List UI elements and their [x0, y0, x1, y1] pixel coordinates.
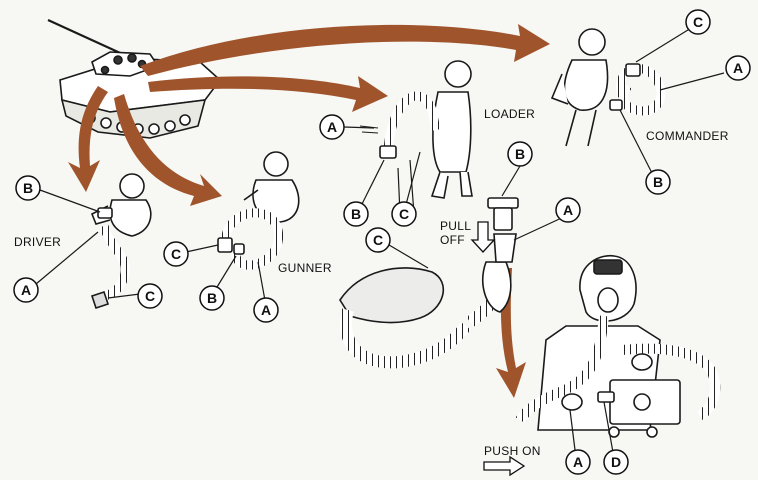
- callout-commander-b: B: [645, 169, 671, 195]
- svg-text:B: B: [207, 290, 217, 306]
- callout-gunner-c: C: [163, 241, 189, 267]
- callout-detail-b: B: [507, 141, 533, 167]
- label-push-on: PUSH ON: [484, 444, 541, 458]
- svg-text:B: B: [653, 174, 663, 190]
- callout-loader-b: B: [343, 201, 369, 227]
- loader-figure: [359, 60, 473, 215]
- callout-driver-b: B: [15, 175, 41, 201]
- callout-soldier-a: A: [565, 449, 591, 475]
- svg-text:B: B: [23, 180, 33, 196]
- arrow-to-driver: [68, 86, 108, 192]
- callout-leaders: [35, 24, 725, 459]
- svg-text:B: B: [351, 206, 361, 222]
- arrow-to-commander: [140, 24, 550, 76]
- svg-text:A: A: [573, 454, 583, 470]
- driver-figure: [90, 173, 152, 310]
- callout-detail-a: A: [555, 197, 581, 223]
- commander-figure: [550, 28, 666, 147]
- svg-text:A: A: [327, 119, 337, 135]
- svg-text:A: A: [261, 302, 271, 318]
- arrow-to-gunner: [114, 94, 222, 206]
- callout-gunner-a: A: [253, 297, 279, 323]
- hollow-right-arrow-icon: [483, 455, 526, 477]
- svg-text:C: C: [145, 288, 155, 304]
- svg-text:C: C: [693, 14, 703, 30]
- masked-soldier-figure: [515, 254, 721, 438]
- svg-text:D: D: [611, 454, 621, 470]
- label-driver: DRIVER: [14, 235, 61, 249]
- svg-text:A: A: [563, 202, 573, 218]
- callout-loader-a: A: [319, 114, 345, 140]
- callout-detail-c: C: [365, 227, 391, 253]
- callout-gunner-b: B: [199, 285, 225, 311]
- svg-text:A: A: [733, 60, 743, 76]
- label-gunner: GUNNER: [278, 261, 332, 275]
- label-pull-off-line1: PULL: [440, 219, 471, 233]
- svg-text:C: C: [399, 206, 409, 222]
- svg-text:C: C: [373, 232, 383, 248]
- label-loader: LOADER: [484, 107, 535, 121]
- callout-loader-c: C: [391, 201, 417, 227]
- gunner-figure: [217, 151, 300, 270]
- svg-text:A: A: [21, 282, 31, 298]
- label-commander: COMMANDER: [646, 129, 729, 143]
- svg-text:B: B: [515, 146, 525, 162]
- arrow-to-loader: [148, 76, 388, 112]
- label-pull-off-line2: OFF: [440, 233, 465, 247]
- callout-driver-a: A: [13, 277, 39, 303]
- svg-text:C: C: [171, 246, 181, 262]
- callout-commander-c: C: [685, 9, 711, 35]
- mask-detail: [339, 197, 519, 369]
- callout-driver-c: C: [137, 283, 163, 309]
- callout-soldier-d: D: [603, 449, 629, 475]
- callouts: B A C C B A A B C C A B B A C A D: [13, 9, 751, 475]
- hollow-down-arrow-icon: [470, 221, 496, 253]
- callout-commander-a: A: [725, 55, 751, 81]
